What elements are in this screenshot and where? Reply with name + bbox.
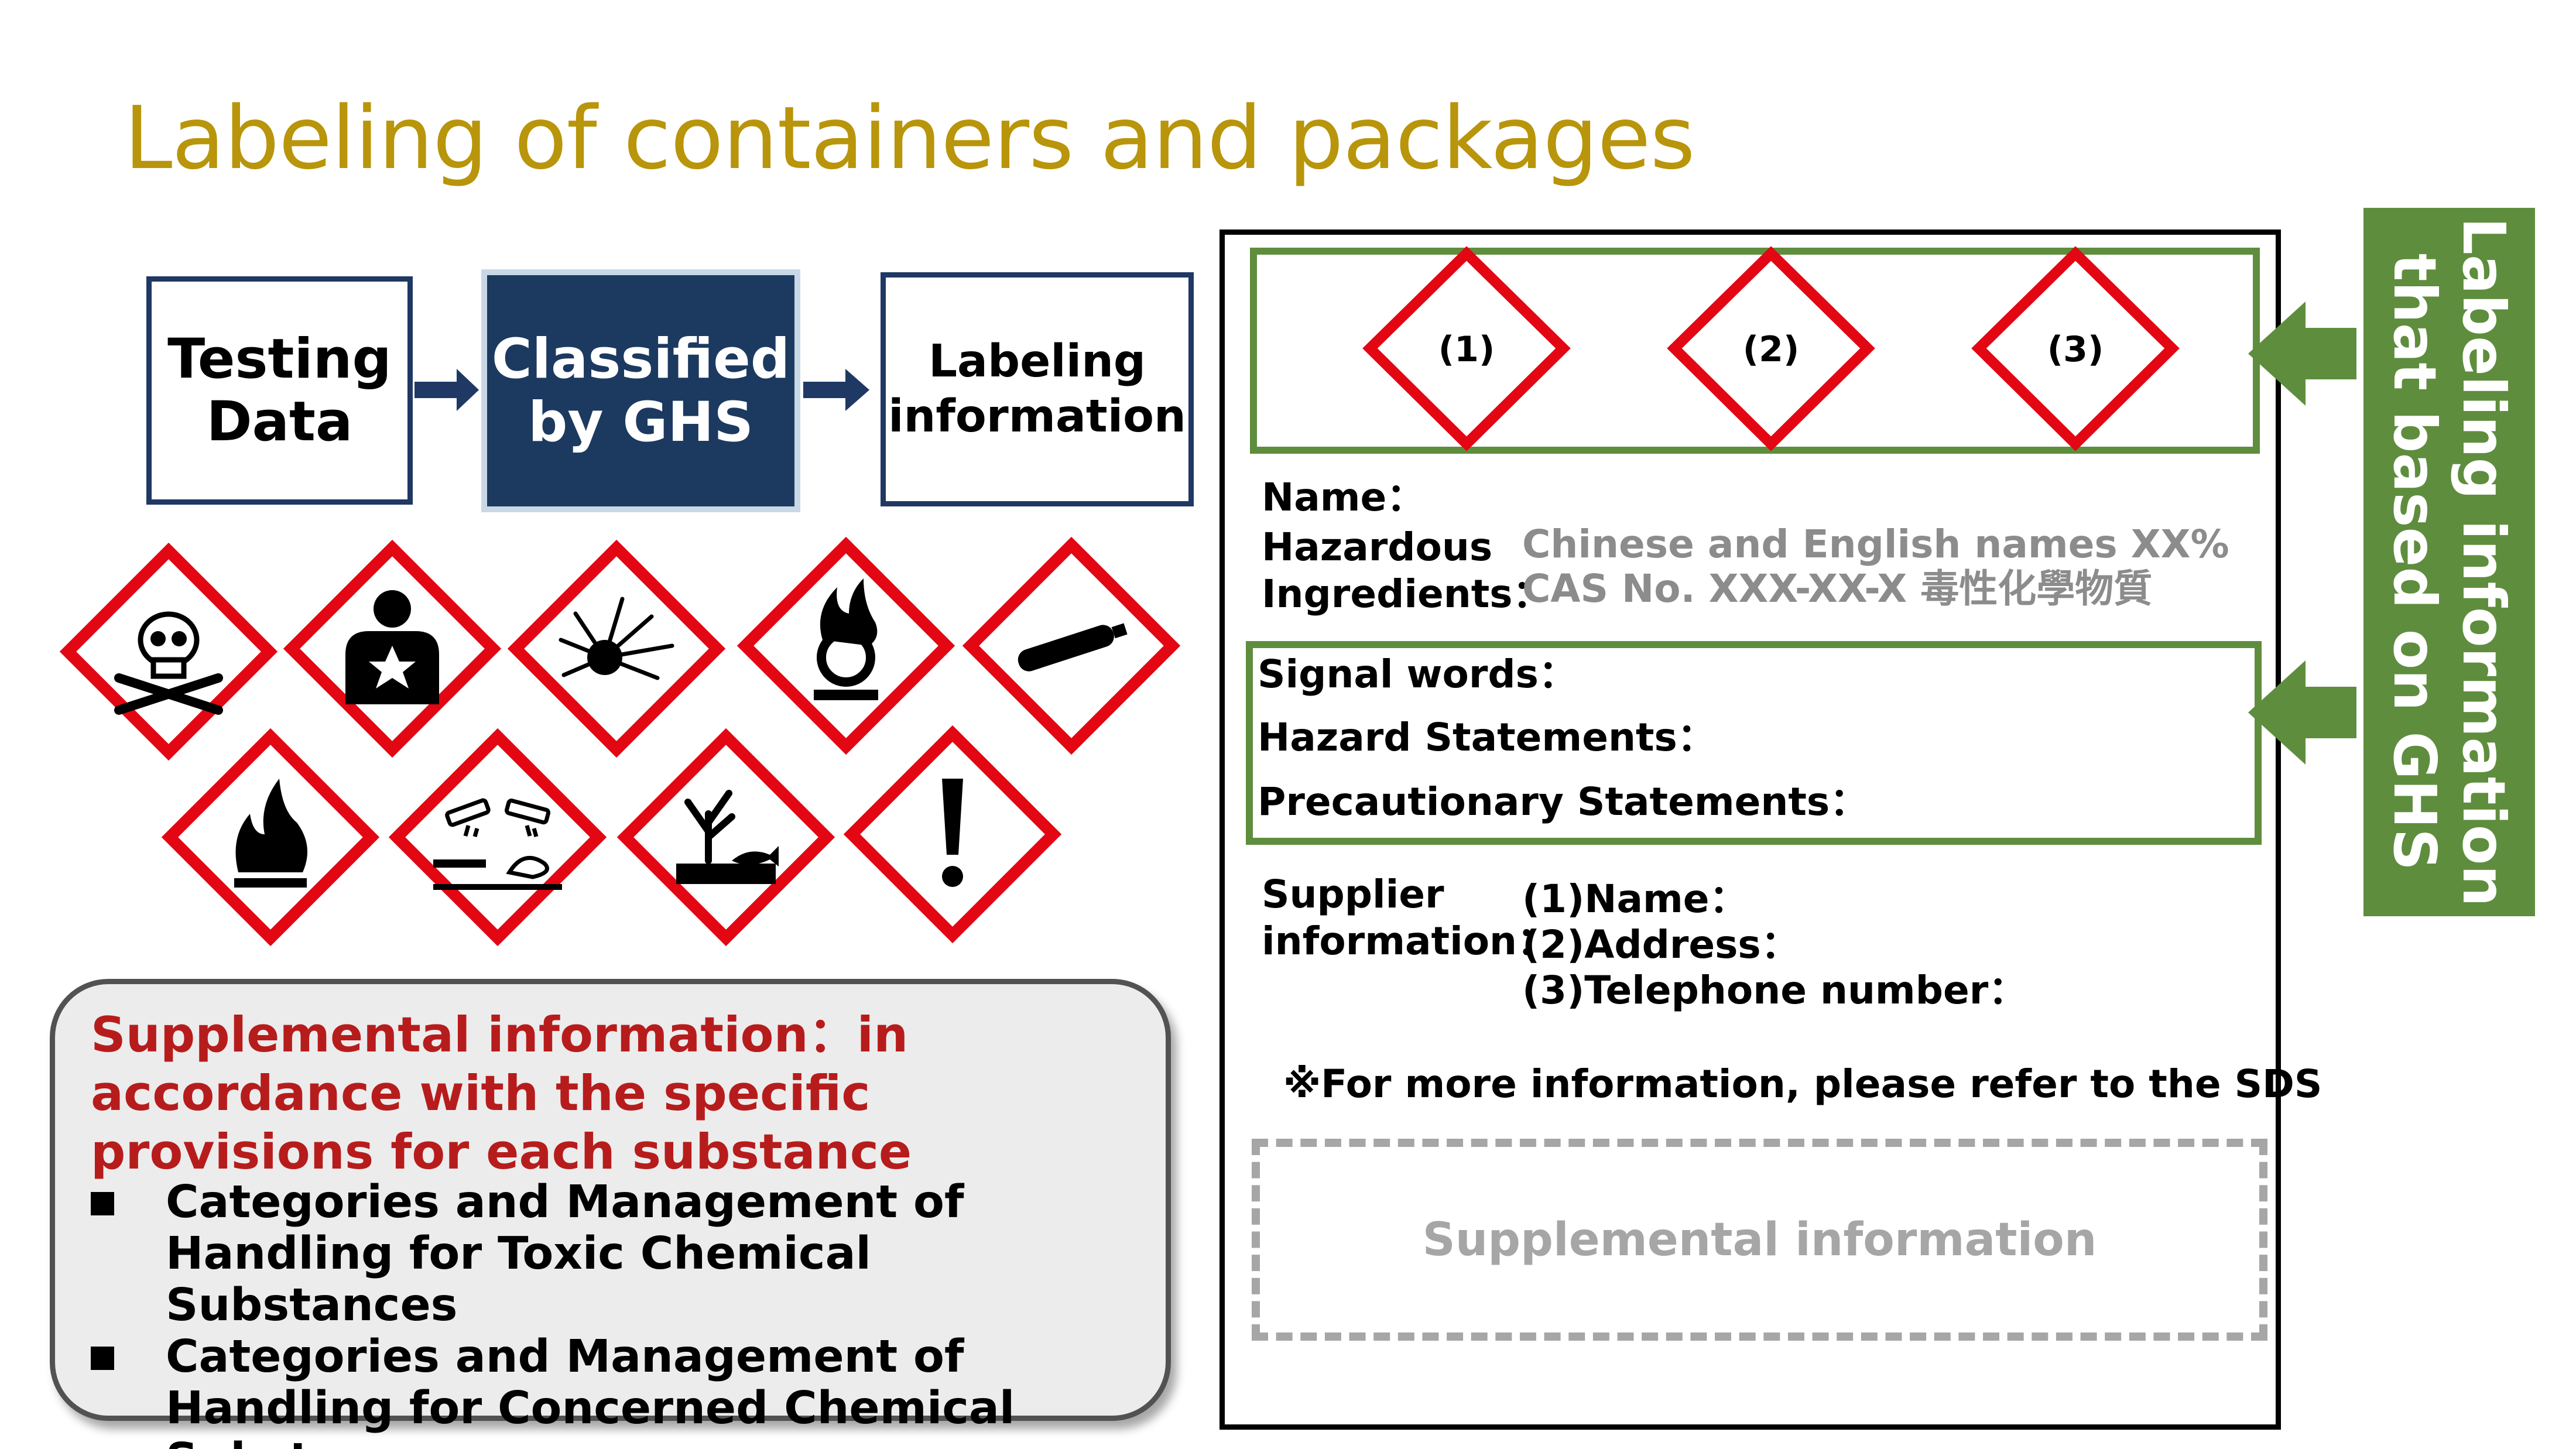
signal-words-label: Signal words： xyxy=(1258,652,1577,697)
label-diamond-1: (1) xyxy=(1362,246,1571,451)
supplier-name-label: (1)Name： xyxy=(1522,876,1748,922)
health-hazard-icon xyxy=(283,539,502,758)
ingredients-line-2: CAS No. XXX-XX-X 毒性化學物質 xyxy=(1522,566,2153,611)
supplier-information-label: Supplier information： xyxy=(1262,872,1556,964)
diamond-label-1: (1) xyxy=(1438,329,1495,370)
precautionary-statements-label: Precautionary Statements： xyxy=(1258,779,1869,824)
list-item-text: Categories and Management of Handling fo… xyxy=(166,1331,1015,1449)
supplemental-information-placeholder: Supplemental information xyxy=(1252,1139,2267,1341)
supplemental-placeholder-text: Supplemental information xyxy=(1422,1213,2097,1266)
gas-cylinder-icon xyxy=(962,536,1181,755)
corrosion-icon xyxy=(388,728,607,947)
signal-hazard-frame xyxy=(1246,641,2262,845)
supplemental-info-heading: Supplemental information：in accordance w… xyxy=(91,1006,912,1180)
flow-step-testing-data: Testing Data xyxy=(146,276,413,505)
label-diamond-3: (3) xyxy=(1971,246,2180,451)
list-item-text: Categories and Management of Handling fo… xyxy=(166,1176,964,1331)
side-banner xyxy=(2363,208,2535,916)
list-item: Categories and Management of Handling fo… xyxy=(91,1331,1156,1449)
flow-step-testing-data-label: Testing Data xyxy=(167,327,392,454)
list-item: Categories and Management of Handling fo… xyxy=(91,1177,1156,1331)
diamond-label-3: (3) xyxy=(2047,329,2104,370)
sds-note: ※For more information, please refer to t… xyxy=(1283,1061,2322,1107)
bullet-icon xyxy=(91,1347,114,1370)
page-title: Labeling of containers and packages xyxy=(124,88,1695,189)
flow-arrow-1 xyxy=(415,369,479,411)
flow-step-classified-label: Classified by GHS xyxy=(491,327,790,454)
diamond-label-2: (2) xyxy=(1743,329,1800,370)
green-arrow-middle xyxy=(2248,660,2356,765)
flow-step-labeling-label: Labeling information xyxy=(888,335,1186,443)
name-label: Name： xyxy=(1262,475,1426,520)
skull-and-crossbones-icon xyxy=(59,542,278,761)
flame-icon xyxy=(161,728,380,947)
supplemental-info-list: Categories and Management of Handling fo… xyxy=(91,1177,1156,1449)
pictogram-slot-frame xyxy=(1250,248,2260,454)
flow-step-labeling-information: Labeling information xyxy=(881,272,1194,506)
ingredients-line-1: Chinese and English names XX% xyxy=(1522,522,2229,567)
supplier-address-label: (2)Address： xyxy=(1522,922,1800,967)
hazard-statements-label: Hazard Statements： xyxy=(1258,715,1716,760)
supplemental-info-box xyxy=(50,979,1171,1421)
environment-icon xyxy=(616,728,835,947)
green-arrow-top xyxy=(2248,302,2356,406)
bullet-icon xyxy=(91,1192,114,1215)
supplier-telephone-label: (3)Telephone number： xyxy=(1522,968,2027,1013)
label-diamond-2: (2) xyxy=(1667,246,1875,451)
exploding-bomb-icon xyxy=(507,539,726,758)
exclamation-mark-icon xyxy=(843,725,1062,944)
flame-over-circle-icon xyxy=(737,536,955,755)
hazardous-ingredients-label: Hazardous Ingredients： xyxy=(1262,525,1551,616)
flow-arrow-2 xyxy=(803,369,869,411)
flow-step-classified-by-ghs: Classified by GHS xyxy=(481,269,800,512)
